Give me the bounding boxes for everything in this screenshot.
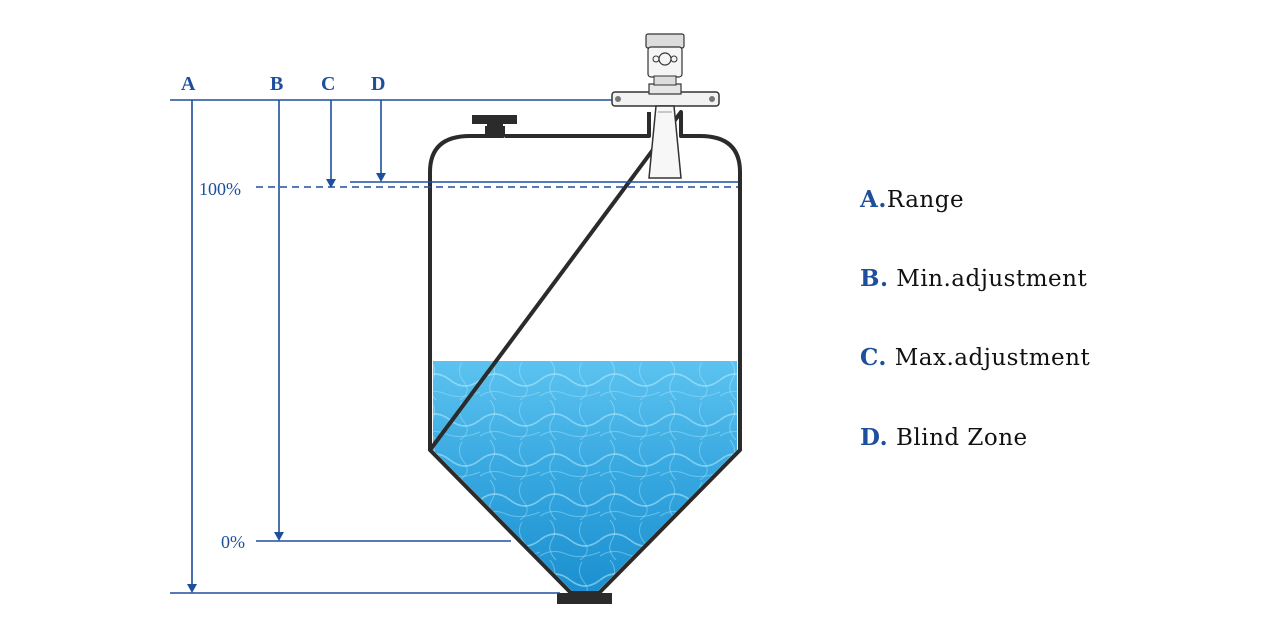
legend-item-blind-zone: D. Blind Zone [860, 424, 1260, 451]
level-label-0: 0% [221, 532, 245, 552]
legend-text: Blind Zone [888, 425, 1028, 451]
liquid-fill [433, 361, 737, 593]
radar-transmitter [611, 33, 720, 179]
dimension-label-c: C [321, 73, 335, 95]
legend-item-min-adjustment: B. Min.adjustment [860, 265, 1260, 292]
dimension-label-b: B [270, 73, 283, 95]
legend-key: D. [860, 424, 889, 451]
dimension-label-a: A [181, 73, 196, 95]
level-label-100: 100% [199, 179, 241, 199]
legend-key: C. [860, 344, 887, 371]
legend-text: Max.adjustment [886, 345, 1091, 371]
bottom-outlet [557, 593, 612, 604]
legend-item-max-adjustment: C. Max.adjustment [860, 344, 1260, 371]
dimension-label-d: D [371, 73, 385, 95]
dimension-lines [170, 99, 738, 594]
legend-item-range: A.Range [860, 186, 1260, 213]
legend-text: Range [886, 187, 965, 213]
legend-key: A. [860, 186, 887, 213]
legend-key: B. [860, 265, 889, 292]
legend-text: Min.adjustment [888, 266, 1088, 292]
top-nozzle [472, 115, 517, 124]
